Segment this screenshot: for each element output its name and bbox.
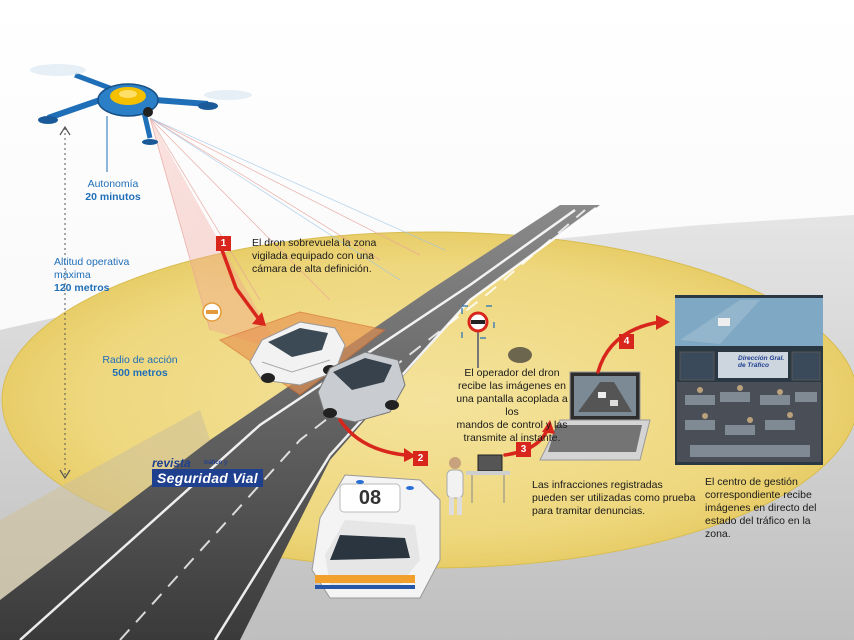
altitude-value: 120 metros (54, 282, 110, 294)
step-2-line: recibe las imágenes en (458, 380, 566, 392)
road-shoulder (0, 410, 210, 600)
car-suv (249, 321, 346, 386)
step-2-text: El operador del dron recibe las imágenes… (452, 367, 572, 445)
seguridad-vial-logo: revista tráfico y Seguridad Vial (152, 456, 263, 487)
logo-revista: revista (152, 456, 191, 470)
laptop (539, 371, 651, 461)
altitude-indicator (59, 125, 71, 480)
autonomy-title: Autonomía (87, 178, 139, 190)
logo-small-text: tráfico y (204, 460, 228, 466)
step-4-line: El centro de gestión (705, 476, 798, 488)
sign-focus-frame (461, 305, 495, 339)
altitude-line1: Altitud operativa (54, 256, 130, 268)
car-hatchback (317, 351, 406, 423)
radius-title: Radio de acción (102, 354, 178, 366)
control-room-sign-line: de Tráfico (738, 362, 769, 369)
camera-beam (150, 118, 280, 350)
radius-value: 500 metros (112, 367, 168, 379)
van-roof-number: 08 (358, 487, 382, 509)
autonomy-label: Autonomía 20 minutos (78, 178, 148, 204)
step-4-line: correspondiente recibe (705, 489, 812, 501)
step-2-line: El operador del dron (464, 367, 560, 379)
step-3-line: Las infracciones registradas (532, 479, 663, 491)
step-2-line: una pantalla acoplada a los (456, 393, 568, 418)
radius-label: Radio de acción 500 metros (95, 354, 185, 380)
step-1-text: El dron sobrevuela la zona vigilada equi… (252, 237, 382, 276)
autonomy-value: 20 minutos (85, 191, 141, 203)
step-4-text: El centro de gestión correspondiente rec… (705, 476, 825, 541)
altitude-label: Altitud operativa máxima 120 metros (54, 256, 144, 295)
step-2-badge: 2 (413, 451, 428, 466)
step-4-line: estado del tráfico en la (705, 515, 811, 527)
step-4-badge: 4 (619, 334, 634, 349)
step-3-line: para tramitar denuncias. (532, 505, 646, 517)
step-1-badge: 1 (216, 236, 231, 251)
police-van (311, 474, 441, 599)
control-room-sign-line: Dirección Gral. (738, 355, 785, 362)
arrow-step2 (338, 418, 407, 457)
drone (30, 64, 252, 145)
step-4-line: imágenes en directo del (705, 502, 817, 514)
step-1-line: cámara de alta definición. (252, 263, 372, 275)
traffic-sign (467, 311, 532, 368)
step-4-line: zona. (705, 528, 731, 540)
step-3-badge: 3 (516, 442, 531, 457)
drone-operator (446, 454, 510, 515)
road (0, 205, 600, 640)
step-2-line: mandos de control y las (456, 419, 568, 431)
altitude-line2: máxima (54, 269, 91, 281)
control-room-sign: Dirección Gral. de Tráfico (738, 355, 808, 369)
step-3-line: pueden ser utilizadas como prueba (532, 492, 696, 504)
arrow-step1 (220, 248, 260, 320)
step-1-line: vigilada equipado con una (252, 250, 375, 262)
step-3-text: Las infracciones registradas pueden ser … (532, 479, 702, 518)
step-2-line: transmite al instante. (463, 432, 561, 444)
step-1-line: El dron sobrevuela la zona (252, 237, 377, 249)
control-center-photo (675, 295, 823, 465)
logo-seguridad-vial: Seguridad Vial (152, 469, 263, 487)
